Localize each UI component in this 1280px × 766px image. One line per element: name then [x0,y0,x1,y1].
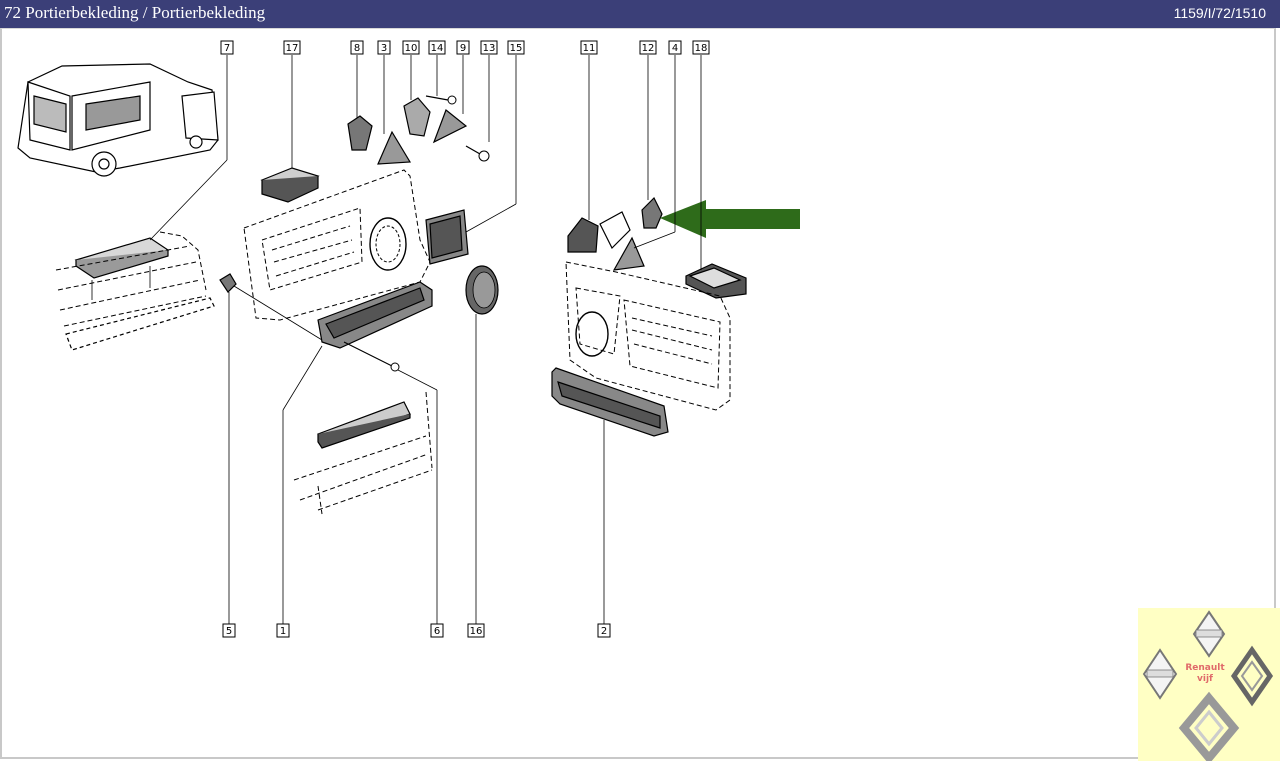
part-7-pocket [55,231,215,351]
callout-17: 17 [283,40,301,55]
svg-text:6: 6 [434,626,440,637]
callout-16: 16 [467,623,485,638]
part-17-tray [260,167,320,203]
svg-text:16: 16 [470,626,483,637]
renault-wordmark: Renault vijf [1178,663,1232,685]
svg-text:13: 13 [483,43,496,54]
callout-8: 8 [350,40,364,55]
callout-9: 9 [456,40,470,55]
callout-11: 11 [580,40,598,55]
svg-text:14: 14 [431,43,444,54]
part-1-pocket-detail [293,391,433,515]
callout-14: 14 [428,40,446,55]
callout-7: 7 [220,40,234,55]
svg-text:2: 2 [601,626,607,637]
svg-text:1: 1 [280,626,286,637]
callout-5: 5 [222,623,236,638]
title-bar: 72 Portierbekleding / Portierbekleding 1… [0,0,1280,28]
callout-4: 4 [668,40,682,55]
highlight-arrow [660,200,800,238]
clip-parts-group [347,95,490,165]
svg-text:8: 8 [354,43,360,54]
renault-wordmark-line2: vijf [1197,674,1213,684]
van-illustration [17,63,219,177]
callout-2: 2 [597,623,611,638]
page-title: 72 Portierbekleding / Portierbekleding [4,3,266,22]
svg-text:7: 7 [224,43,230,54]
renault-diamond-logos [1142,610,1274,765]
renault-logo-block: Renault vijf [1138,608,1280,765]
callout-6: 6 [430,623,444,638]
svg-text:5: 5 [226,626,232,637]
svg-text:17: 17 [286,43,299,54]
svg-text:4: 4 [672,43,678,54]
door-panel-left [219,169,499,372]
diagram-code: 1159/I/72/1510 [1173,5,1266,21]
callout-3: 3 [377,40,391,55]
callout-15: 15 [507,40,525,55]
svg-text:11: 11 [583,43,596,54]
callout-1: 1 [276,623,290,638]
leader-lines [149,55,702,624]
svg-text:10: 10 [405,43,418,54]
svg-text:3: 3 [381,43,387,54]
svg-text:15: 15 [510,43,523,54]
svg-text:9: 9 [460,43,466,54]
door-panel-right [551,196,747,437]
callout-13: 13 [480,40,498,55]
callout-10: 10 [402,40,420,55]
diagram-frame [0,28,1276,759]
svg-text:12: 12 [642,43,655,54]
callout-18: 18 [692,40,710,55]
svg-text:18: 18 [695,43,708,54]
renault-wordmark-line1: Renault [1185,663,1225,673]
callout-12: 12 [639,40,657,55]
